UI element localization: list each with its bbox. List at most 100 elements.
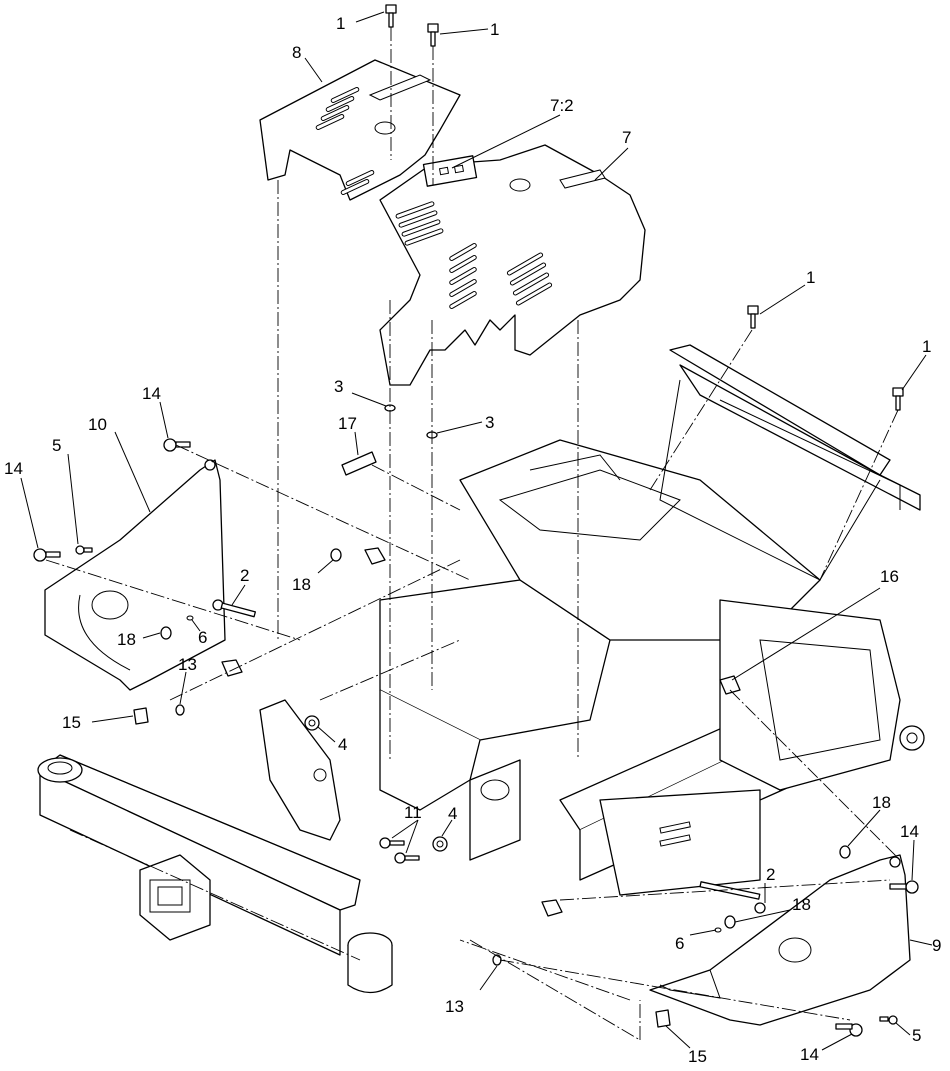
callout-13-right: 13 xyxy=(445,965,498,1016)
svg-text:6: 6 xyxy=(198,628,207,647)
callout-15-left: 15 xyxy=(62,713,134,732)
svg-text:1: 1 xyxy=(806,268,815,287)
svg-text:3: 3 xyxy=(485,413,494,432)
callouts: 1 1 8 7:2 7 1 1 3 3 17 14 10 5 14 2 18 1… xyxy=(4,11,941,1066)
callout-13-left: 13 xyxy=(178,655,197,705)
svg-text:13: 13 xyxy=(445,997,464,1016)
clip-15-b xyxy=(655,1009,671,1028)
nut-4-b xyxy=(432,836,448,852)
svg-text:3: 3 xyxy=(334,377,343,396)
cover-7-vent-slots xyxy=(395,201,553,309)
bolt-5-a xyxy=(75,545,93,555)
bolt-14-d xyxy=(835,1023,863,1037)
svg-text:8: 8 xyxy=(292,43,301,62)
cover-8-vent-slots xyxy=(315,87,375,195)
nut-bracket-c xyxy=(541,899,563,917)
clip-6-a xyxy=(186,615,194,621)
callout-15-right: 15 xyxy=(665,1025,707,1066)
svg-text:11: 11 xyxy=(404,803,422,822)
svg-text:1: 1 xyxy=(490,20,499,39)
clip-15-a xyxy=(133,707,149,725)
pin-2-a xyxy=(212,599,257,618)
bolt-1-a xyxy=(385,4,397,28)
svg-text:7: 7 xyxy=(622,128,631,147)
cover-7 xyxy=(379,144,646,386)
svg-text:17: 17 xyxy=(338,414,357,433)
callout-5-left: 5 xyxy=(52,436,79,545)
callout-7: 7 xyxy=(594,128,631,181)
svg-text:2: 2 xyxy=(766,865,775,884)
callout-6-left: 6 xyxy=(191,619,207,647)
svg-text:13: 13 xyxy=(178,655,197,674)
washer-13-a xyxy=(175,704,185,716)
svg-text:18: 18 xyxy=(872,793,891,812)
svg-text:15: 15 xyxy=(62,713,81,732)
bolt-11-b xyxy=(394,852,420,864)
callout-16: 16 xyxy=(731,567,899,681)
callout-2-right: 2 xyxy=(764,865,775,903)
svg-text:15: 15 xyxy=(688,1047,707,1066)
svg-text:1: 1 xyxy=(336,14,345,33)
callout-14-c: 14 xyxy=(900,822,919,881)
bolt-1-b xyxy=(427,23,439,47)
callout-1-top-left: 1 xyxy=(336,11,385,33)
decal-7-2 xyxy=(422,155,478,187)
bolt-14-b xyxy=(33,548,61,562)
nut-bracket-b xyxy=(221,659,243,677)
callout-9: 9 xyxy=(909,936,941,955)
svg-text:2: 2 xyxy=(240,566,249,585)
callout-7-2: 7:2 xyxy=(451,96,574,169)
callout-17: 17 xyxy=(338,414,359,456)
svg-text:4: 4 xyxy=(448,804,457,823)
washer-18-b xyxy=(160,626,172,640)
callout-10: 10 xyxy=(88,415,151,513)
hardware xyxy=(33,4,919,1037)
svg-text:18: 18 xyxy=(792,895,811,914)
svg-text:5: 5 xyxy=(52,436,61,455)
callout-4-a: 4 xyxy=(317,726,347,754)
nut-bracket-a xyxy=(364,547,386,565)
pin-2-b xyxy=(699,881,766,914)
callout-11: 11 xyxy=(391,803,422,854)
svg-text:10: 10 xyxy=(88,415,107,434)
callout-18-a: 18 xyxy=(292,559,334,594)
svg-text:14: 14 xyxy=(800,1045,819,1064)
side-shield-10 xyxy=(44,459,226,691)
decal-17 xyxy=(341,451,377,476)
bolt-1-d xyxy=(892,387,904,411)
svg-text:14: 14 xyxy=(142,384,161,403)
bolt-14-c xyxy=(889,880,919,894)
callout-14-d: 14 xyxy=(800,1033,853,1064)
callout-14-a: 14 xyxy=(142,384,169,439)
svg-text:1: 1 xyxy=(922,337,931,356)
callout-3-b: 3 xyxy=(436,413,494,434)
bolt-1-c xyxy=(747,305,759,329)
washer-18-d xyxy=(724,915,736,929)
svg-text:9: 9 xyxy=(932,936,941,955)
washer-18-c xyxy=(839,845,851,859)
callout-1-right-b: 1 xyxy=(901,337,931,391)
callout-6-right: 6 xyxy=(675,929,717,953)
svg-text:18: 18 xyxy=(292,575,311,594)
svg-text:14: 14 xyxy=(4,459,23,478)
callout-18-d: 18 xyxy=(734,895,811,923)
svg-text:6: 6 xyxy=(675,934,684,953)
chassis-frame xyxy=(37,344,925,994)
svg-text:14: 14 xyxy=(900,822,919,841)
callout-4-b: 4 xyxy=(441,804,457,837)
cover-8 xyxy=(259,59,461,201)
callout-18-b: 18 xyxy=(117,630,161,649)
svg-text:16: 16 xyxy=(880,567,899,586)
svg-text:7:2: 7:2 xyxy=(550,96,574,115)
callout-1-top-right: 1 xyxy=(439,20,499,39)
callout-1-right-a: 1 xyxy=(759,268,815,315)
callout-14-b: 14 xyxy=(4,459,39,549)
callout-3-a: 3 xyxy=(334,377,387,407)
callout-5-right: 5 xyxy=(895,1022,921,1045)
svg-text:18: 18 xyxy=(117,630,136,649)
assembly-lines xyxy=(45,27,901,1041)
nut-16 xyxy=(719,675,741,695)
washer-18-a xyxy=(330,548,342,562)
svg-text:4: 4 xyxy=(338,735,347,754)
